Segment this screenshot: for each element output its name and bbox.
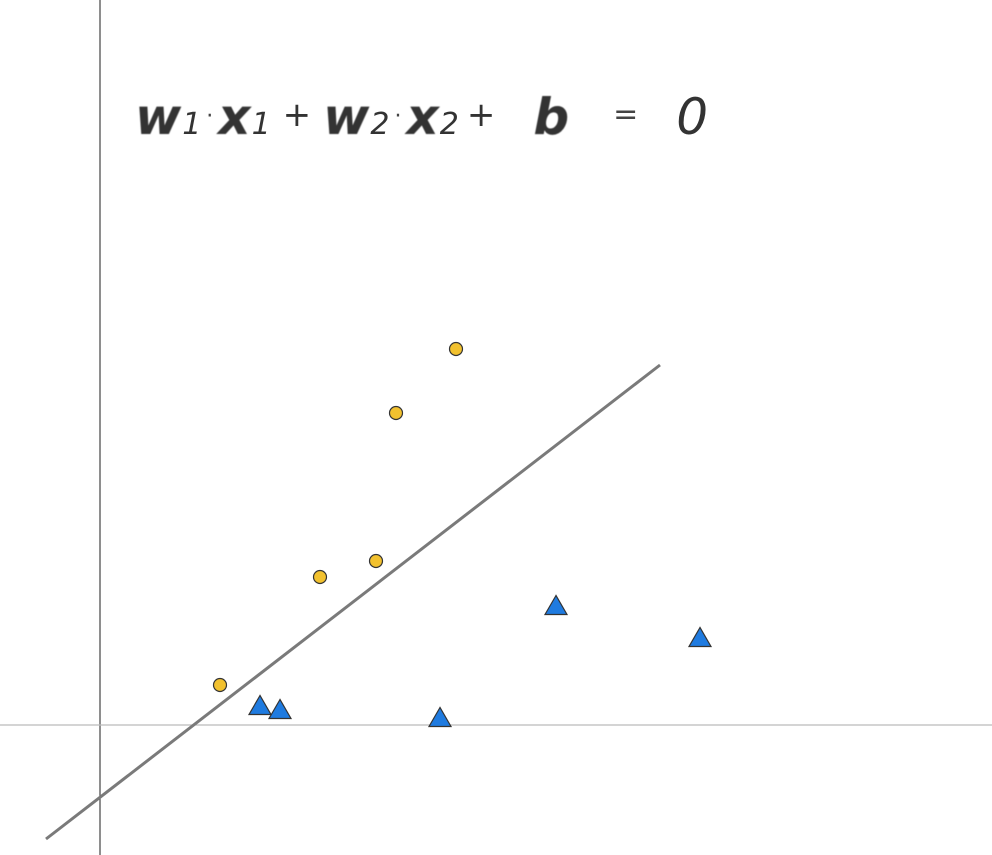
triangle-point bbox=[687, 626, 713, 648]
w1-subscript: 1 bbox=[182, 107, 202, 142]
circle-point bbox=[212, 677, 228, 693]
plus-sign: + bbox=[466, 95, 496, 135]
x2-symbol: x bbox=[406, 88, 439, 146]
x2-subscript: 2 bbox=[439, 107, 459, 142]
circle-point bbox=[448, 341, 464, 357]
circle-point bbox=[388, 405, 404, 421]
plus-sign: + bbox=[282, 95, 312, 135]
triangle-point bbox=[543, 594, 569, 616]
data-points bbox=[212, 341, 713, 728]
triangle-point bbox=[247, 694, 273, 716]
multiply-dot: · bbox=[394, 104, 402, 129]
zero-value: 0 bbox=[676, 88, 709, 146]
w2-subscript: 2 bbox=[370, 107, 390, 142]
w1-symbol: w bbox=[135, 88, 182, 146]
triangle-point bbox=[427, 706, 453, 728]
equals-sign: = bbox=[613, 97, 639, 132]
w2-symbol: w bbox=[323, 88, 370, 146]
circle-point bbox=[368, 553, 384, 569]
bias-symbol: b bbox=[533, 88, 570, 146]
multiply-dot: · bbox=[206, 104, 214, 129]
decision-boundary-equation: w 1 · x 1 + w 2 · x 2 + b = 0 bbox=[135, 72, 708, 142]
x1-subscript: 1 bbox=[251, 107, 271, 142]
decision-boundary-line bbox=[45, 363, 661, 841]
x1-symbol: x bbox=[218, 88, 251, 146]
circle-point bbox=[312, 569, 328, 585]
triangle-point bbox=[267, 698, 293, 720]
